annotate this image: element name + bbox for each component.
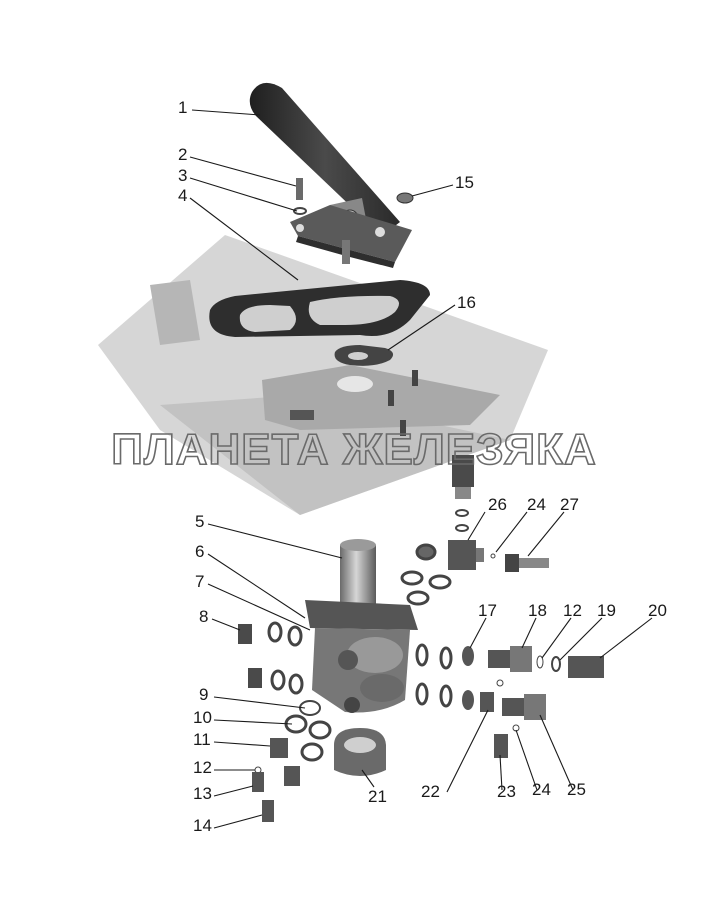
leader-lines [189, 109, 653, 829]
seal-rings-top [400, 543, 452, 606]
callout-11: 11 [193, 730, 211, 749]
callout-27: 27 [560, 495, 579, 514]
gasket-16-hole [348, 352, 368, 360]
callout-13: 13 [193, 784, 212, 803]
callout-12: 12 [193, 758, 212, 777]
callout-7: 7 [195, 572, 204, 591]
left-fittings [238, 621, 332, 822]
callout-17: 17 [478, 601, 497, 620]
callout-9: 9 [199, 685, 208, 704]
callout-22: 22 [421, 782, 440, 801]
callout-labels: 1 2 3 4 5 6 7 8 9 10 11 12 13 14 15 16 1… [178, 98, 667, 835]
cabin-floor-panel [98, 235, 548, 515]
callout-14: 14 [193, 816, 212, 835]
callout-20: 20 [648, 601, 667, 620]
callout-18: 18 [528, 601, 547, 620]
gasket-4 [209, 280, 430, 337]
right-fittings [415, 553, 604, 758]
callout-23: 23 [497, 782, 516, 801]
callout-1: 1 [178, 98, 187, 117]
tee-fitting-26 [448, 540, 484, 570]
callout-4: 4 [178, 186, 187, 205]
callout-24: 24 [527, 495, 546, 514]
bolt-27 [505, 554, 549, 572]
pedal-base-plate [290, 205, 412, 268]
callout-3: 3 [178, 166, 187, 185]
callout-2: 2 [178, 145, 187, 164]
sensor-fitting [452, 455, 474, 532]
callout-19: 19 [597, 601, 616, 620]
bolt-2 [296, 178, 303, 200]
watermark-text: ПЛАНЕТА ЖЕЛЕЗЯКА [111, 425, 597, 474]
callout-26: 26 [488, 495, 507, 514]
callout-15: 15 [455, 173, 474, 192]
callout-12b: 12 [563, 601, 582, 620]
cap-21 [334, 728, 386, 776]
callout-5: 5 [195, 512, 204, 531]
callout-25: 25 [567, 780, 586, 799]
callout-21: 21 [368, 787, 387, 806]
brake-valve-body [305, 539, 418, 713]
callout-16: 16 [457, 293, 476, 312]
washer-3 [293, 207, 307, 215]
callout-24b: 24 [532, 780, 551, 799]
callout-8: 8 [199, 607, 208, 626]
callout-10: 10 [193, 708, 212, 727]
nut-15 [396, 192, 414, 204]
callout-6: 6 [195, 542, 204, 561]
